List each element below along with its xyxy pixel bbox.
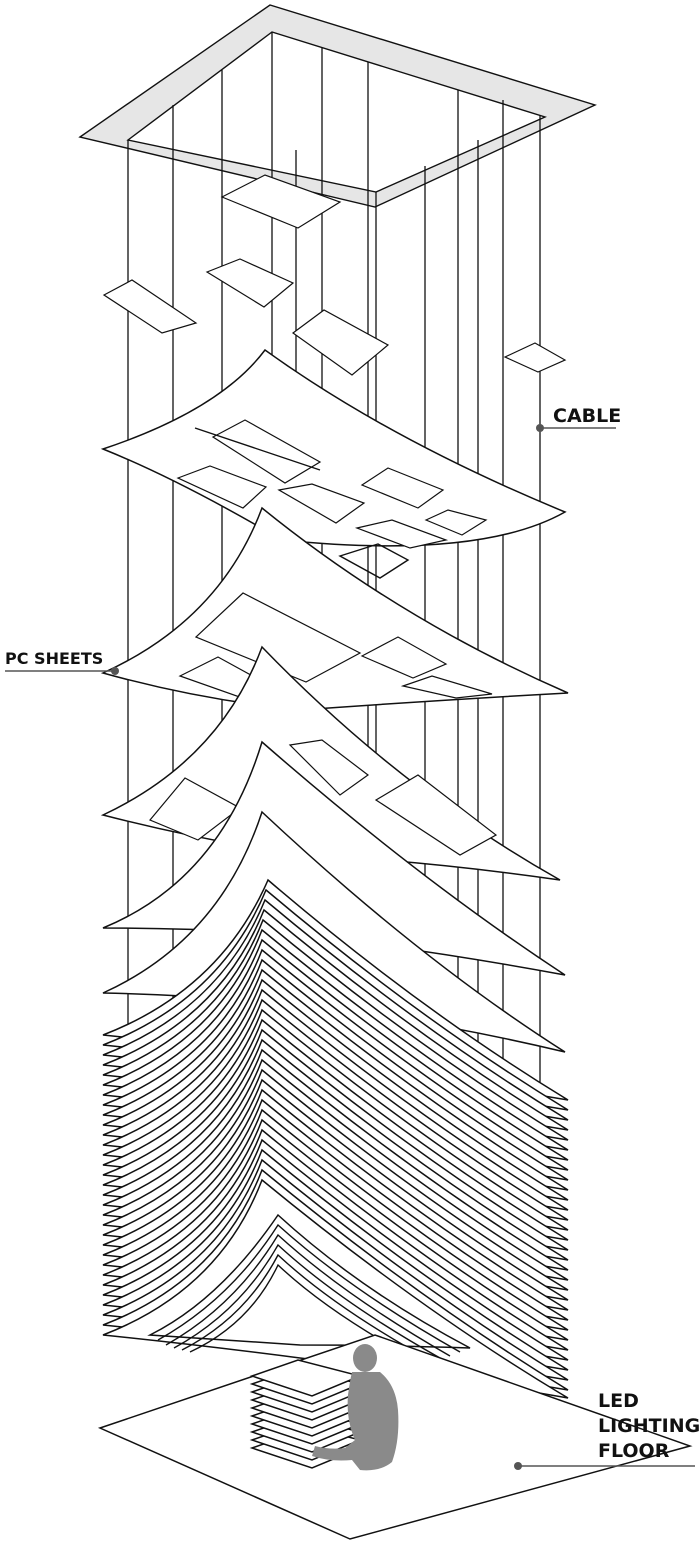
pc-sheet-3 [100, 645, 561, 881]
pc-sheet-1 [100, 348, 567, 579]
cable-label: CABLE [553, 405, 621, 427]
ceiling-frame [78, 4, 597, 208]
inner-sheet-tent [147, 1213, 471, 1363]
cable-leader [536, 424, 616, 432]
seated-person-figure [312, 1344, 399, 1471]
led-floor-leader [514, 1462, 695, 1470]
small-panels [102, 174, 567, 376]
led-label-line2: LIGHTING [598, 1415, 700, 1437]
pc-sheet-stack [102, 878, 569, 1399]
pc-sheets-label: PC SHEETS [5, 649, 103, 668]
pc-sheets-leader [5, 667, 119, 675]
led-label-line3: FLOOR [598, 1440, 670, 1462]
led-label-line1: LED [598, 1390, 639, 1412]
